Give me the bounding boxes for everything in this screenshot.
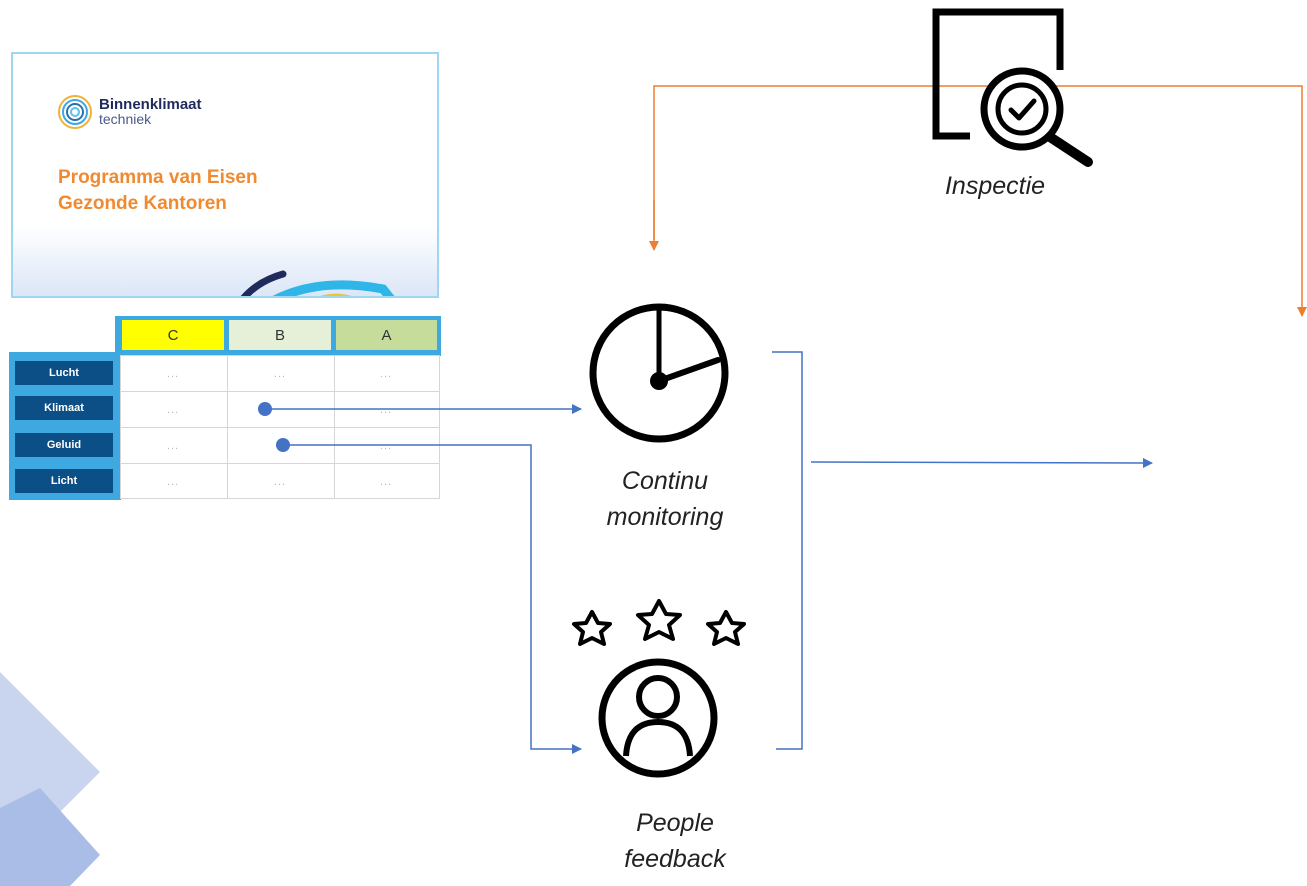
document-title-line1: Programma van Eisen — [58, 167, 258, 188]
inspection-icon — [932, 8, 1093, 167]
inspection-loop-line — [653, 85, 1307, 317]
logo-subtitle: techniek — [99, 111, 152, 127]
inspection-label: Inspectie — [944, 172, 1046, 200]
document-thumbnail: Binnenklimaat techniek Programma van Eis… — [11, 52, 439, 298]
monitoring-label: Continu monitoring — [560, 463, 770, 535]
row-geluid: Geluid — [12, 430, 116, 460]
combine-bracket — [772, 351, 803, 750]
geluid-to-feedback-arrow — [283, 444, 582, 754]
monitoring-label-line1: Continu — [621, 467, 709, 495]
feedback-label: People feedback — [570, 805, 780, 877]
binnenklimaat-logo-icon — [58, 95, 92, 129]
cell-licht-a: ... — [379, 476, 393, 488]
requirements-grid — [120, 355, 440, 499]
row-klimaat-label: Klimaat — [44, 402, 84, 414]
cell-lucht-b: ... — [273, 368, 287, 380]
grade-a-label: A — [381, 326, 392, 344]
row-klimaat: Klimaat — [12, 393, 116, 423]
document-title: Programma van Eisen Gezonde Kantoren — [58, 165, 258, 217]
grade-b-label: B — [274, 326, 285, 344]
cell-lucht-a: ... — [379, 368, 393, 380]
row-lucht-label: Lucht — [49, 367, 79, 379]
cell-geluid-c: ... — [166, 440, 180, 452]
document-title-line2: Gezonde Kantoren — [58, 193, 227, 214]
cell-klimaat-a: ... — [379, 404, 393, 416]
cell-geluid-a: ... — [379, 440, 393, 452]
row-licht-label: Licht — [50, 475, 78, 487]
logo-name: Binnenklimaat — [99, 96, 202, 113]
people-feedback-icon — [572, 599, 746, 778]
cell-licht-b: ... — [273, 476, 287, 488]
row-lucht: Lucht — [12, 358, 116, 388]
row-licht: Licht — [12, 466, 116, 496]
grade-b-header: B — [229, 320, 331, 350]
grade-c-header: C — [122, 320, 224, 350]
grade-a-header: A — [336, 320, 437, 350]
cell-lucht-c: ... — [166, 368, 180, 380]
cover-arc-graphic — [240, 270, 395, 296]
cell-klimaat-c: ... — [166, 404, 180, 416]
monitoring-label-line2: monitoring — [606, 503, 724, 531]
grade-c-label: C — [167, 326, 179, 344]
row-geluid-label: Geluid — [46, 439, 82, 451]
monitoring-gauge-icon — [589, 303, 729, 443]
feedback-label-line1: People — [636, 809, 714, 837]
output-arrow — [810, 457, 1153, 468]
cell-licht-c: ... — [166, 476, 180, 488]
feedback-label-line2: feedback — [624, 845, 726, 873]
